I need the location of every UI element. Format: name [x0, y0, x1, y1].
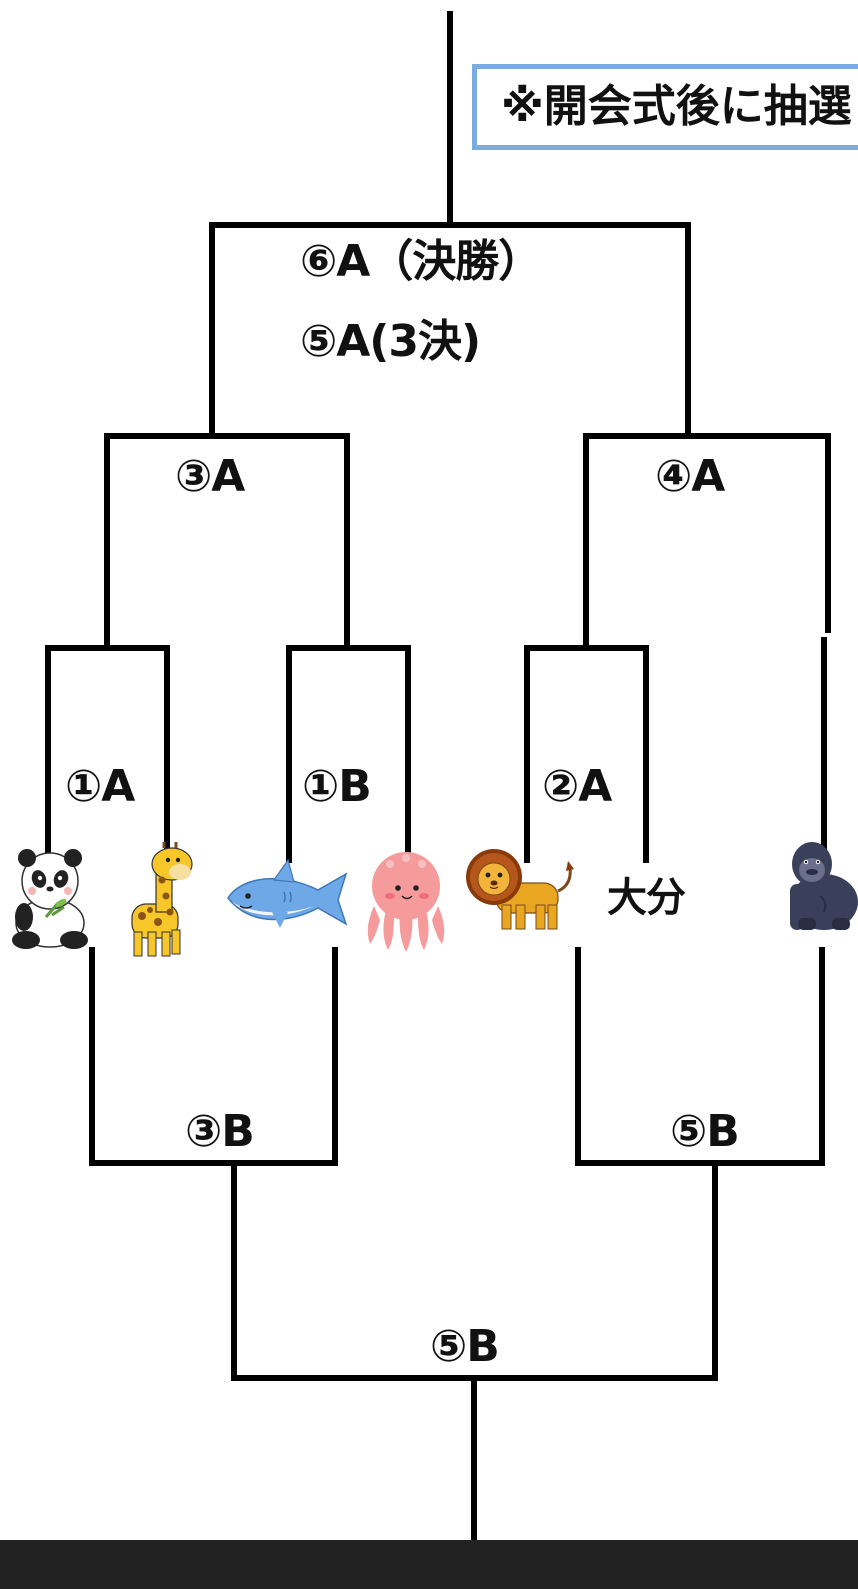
match-1b-label: ①B	[302, 761, 372, 812]
bottom-bar	[0, 1540, 858, 1589]
semifinal-right-line	[583, 433, 831, 648]
giraffe-icon	[131, 842, 193, 957]
match-5b-right-line	[575, 947, 825, 1166]
match-1a-line	[45, 645, 170, 863]
match-2a-line	[524, 645, 649, 863]
panda-icon	[12, 849, 88, 949]
match-2a-label: ②A	[542, 761, 612, 812]
match-1a-label: ①A	[65, 761, 135, 812]
shark-icon	[227, 858, 348, 928]
semifinal-left-line	[104, 433, 350, 648]
match-5b-bottom-label: ⑤B	[430, 1321, 500, 1372]
team-oita-label: 大分	[607, 875, 686, 921]
match-3a-label: ③A	[175, 451, 245, 502]
match-3b-label: ③B	[185, 1106, 255, 1157]
final-bracket-line	[209, 222, 691, 435]
final-match-label: ⑥A（決勝）	[300, 236, 542, 287]
match-1b-line	[286, 645, 411, 863]
octopus-icon	[367, 852, 445, 952]
gorilla-icon	[790, 842, 858, 930]
third-place-match-label: ⑤A(3決)	[300, 316, 481, 367]
match-5b-right-label: ⑤B	[670, 1106, 740, 1157]
draw-notice-box: ※開会式後に抽選	[472, 64, 858, 150]
match-3b-line	[89, 947, 338, 1166]
match-4a-label: ④A	[655, 451, 725, 502]
lion-icon	[466, 849, 574, 930]
